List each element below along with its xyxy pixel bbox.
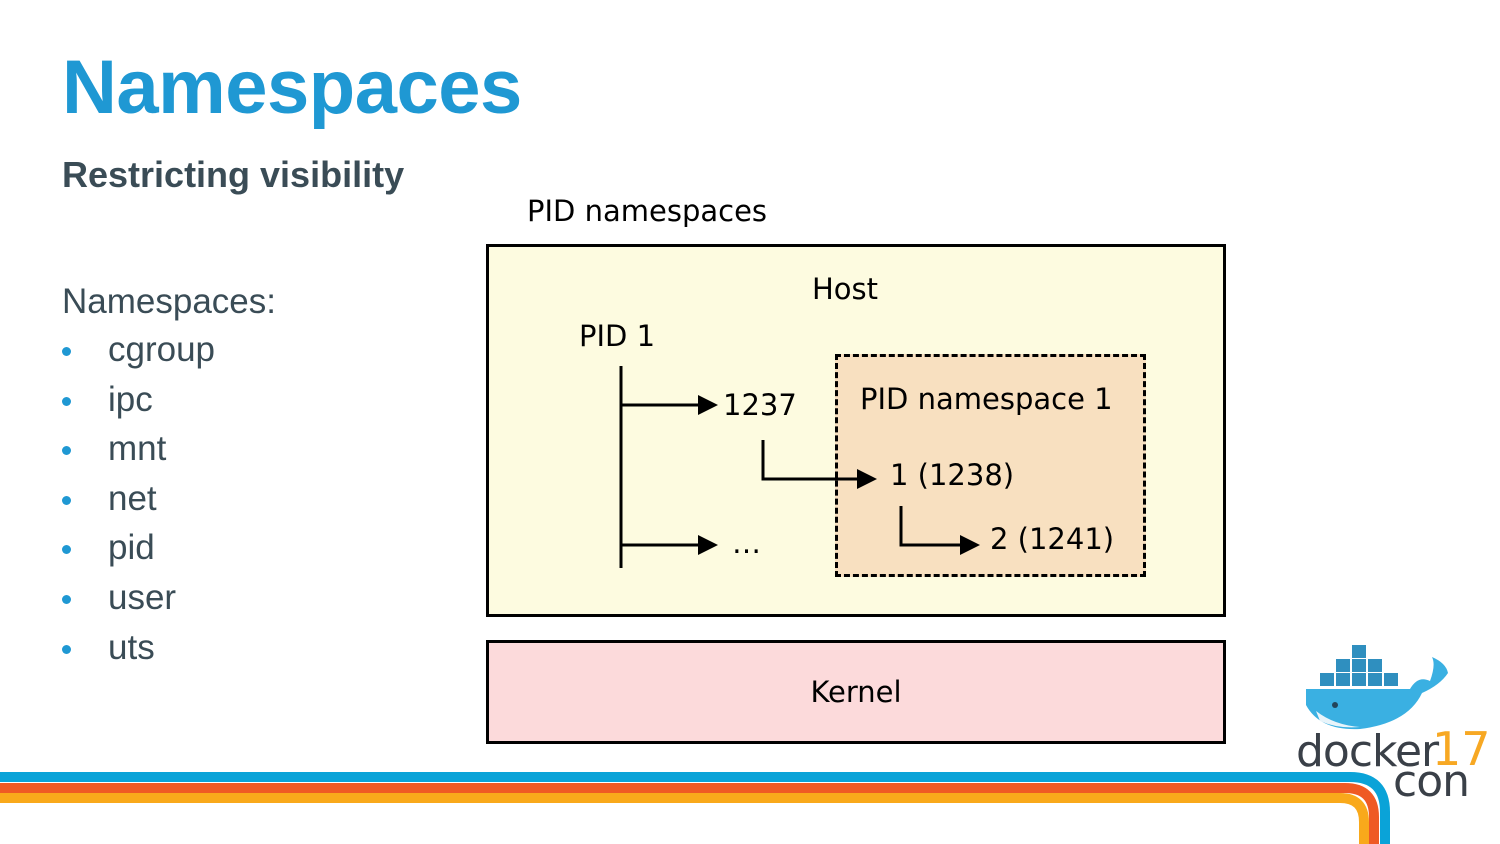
process-1237-label: 1237 [723,388,797,422]
namespaces-list-heading: Namespaces: [62,282,276,321]
bullet-icon [62,495,71,505]
list-item: mnt [62,429,215,479]
list-item: cgroup [62,330,215,380]
bullet-icon [62,347,71,356]
list-item-label: mnt [108,429,167,469]
list-item: user [62,578,215,628]
list-item-label: net [108,478,157,518]
process-2-1241-label: 2 (1241) [990,522,1115,556]
logo-number: 17 [1432,722,1491,776]
kernel-label: Kernel [810,675,902,709]
kernel-box: Kernel [486,640,1226,744]
process-1-1238-label: 1 (1238) [890,458,1015,492]
diagram-label: PID namespaces [527,194,768,228]
list-item-label: ipc [108,379,153,419]
list-item-label: cgroup [108,330,216,369]
list-item: net [62,479,215,529]
bullet-icon [62,446,71,456]
stripe-orange [0,783,1379,844]
stripe-blue [0,772,1390,844]
list-item-label: uts [108,627,155,667]
pid-namespace-box [835,354,1146,577]
host-label: Host [812,272,879,306]
bullet-icon [62,594,71,604]
bullet-icon [62,644,71,654]
pid-namespace-label: PID namespace 1 [860,382,1113,416]
list-item: ipc [62,380,215,430]
list-item: uts [62,628,215,678]
list-item: pid [62,528,215,578]
slide-title: Namespaces [62,45,522,130]
stripe-yellow [0,793,1369,844]
bullet-icon [62,545,71,555]
list-item-label: user [108,577,177,617]
list-item-label: pid [108,528,155,568]
bullet-icon [62,396,71,406]
docker-whale-icon [1306,645,1448,730]
pid-1-label: PID 1 [579,319,656,353]
namespaces-list: cgroup ipc mnt net pid user uts [62,330,215,677]
logo-wordmark-con: con [1393,756,1470,807]
logo-wordmark-docker: docker [1296,726,1439,777]
ellipsis-label: … [732,526,761,560]
slide-subtitle: Restricting visibility [62,154,405,195]
